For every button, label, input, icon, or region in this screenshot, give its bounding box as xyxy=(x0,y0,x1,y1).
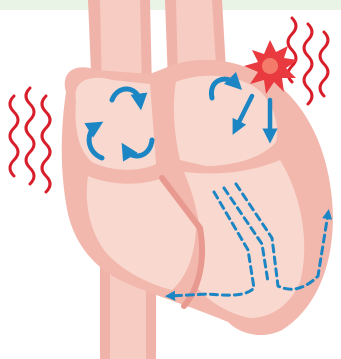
wavy-line-icon xyxy=(26,88,34,184)
wavy-line-icon xyxy=(42,96,50,192)
wavy-line-icon xyxy=(304,24,312,104)
wavy-line-icon xyxy=(320,32,328,96)
wavy-line-icon xyxy=(10,96,18,176)
vibration-lines-left xyxy=(10,88,50,192)
